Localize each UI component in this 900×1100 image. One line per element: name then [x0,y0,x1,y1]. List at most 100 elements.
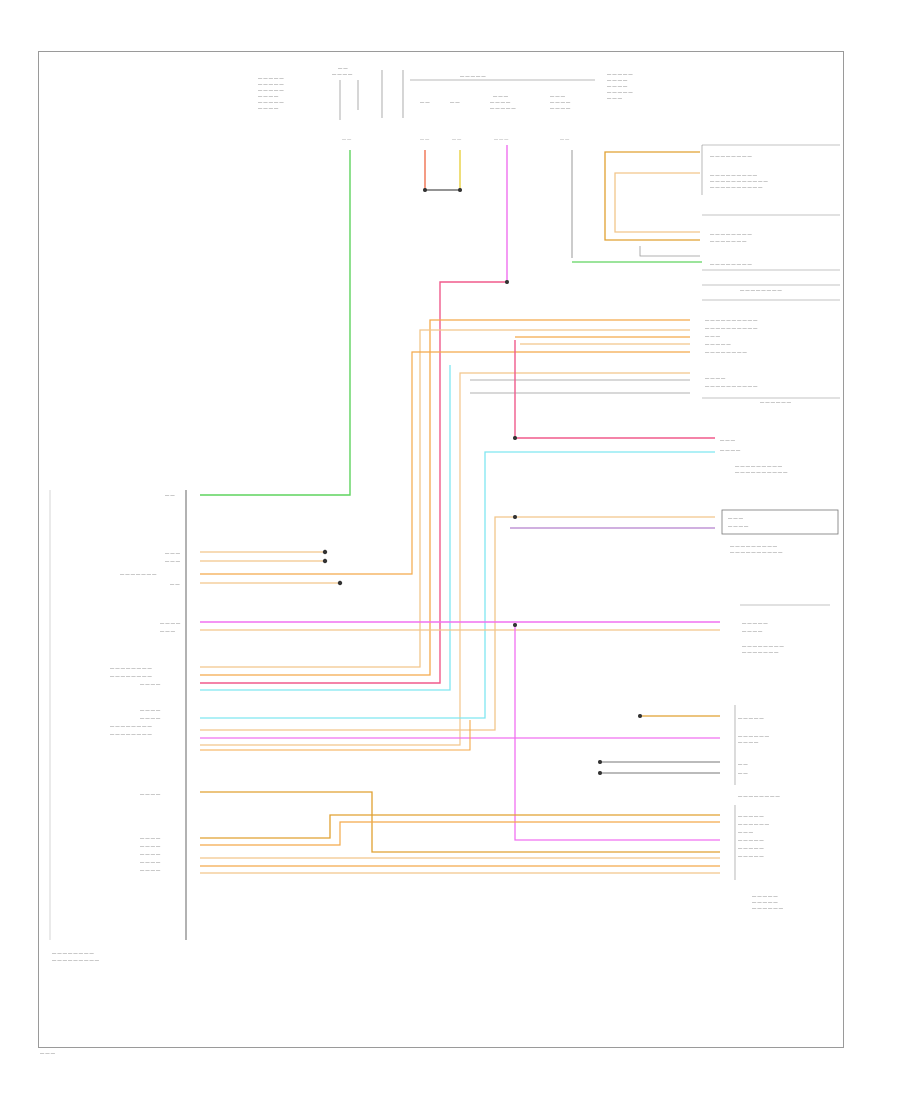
svg-text:— — — —: — — — — [607,84,628,89]
svg-text:— — — —: — — — — [140,844,161,849]
svg-text:— — — — — — — —: — — — — — — — — [52,951,94,956]
svg-text:— — — — —: — — — — — [490,106,516,111]
svg-text:— — — —: — — — — [490,100,511,105]
wire-tan-4 [200,372,690,746]
wire-orange [200,319,690,676]
svg-text:— —: — — [452,136,461,141]
wire-pink-2 [514,340,715,439]
svg-text:— — — — —: — — — — — [738,716,764,721]
svg-text:— — —: — — — [720,438,736,443]
svg-text:— — — — — — — —: — — — — — — — — [710,232,752,237]
wire-gold [604,151,700,241]
wire-cyan-2 [200,451,715,719]
svg-text:— — — —: — — — — [728,524,749,529]
svg-text:— — — — — — — — —: — — — — — — — — — [735,464,783,469]
splice-points [322,188,642,775]
svg-text:— —: — — [165,493,175,498]
diagram-frame [38,51,844,1048]
svg-text:— — — — —: — — — — — [742,621,768,626]
svg-text:— — — —: — — — — [140,860,161,865]
wire-magenta-3 [514,625,720,841]
svg-text:— — —: — — — [550,94,566,99]
svg-text:— — — — — — — — —: — — — — — — — — — [730,544,778,549]
svg-text:— —: — — [450,100,460,105]
svg-text:— — — — — — — —: — — — — — — — — [110,732,152,737]
svg-text:— — — —: — — — — [140,716,161,721]
wire-green [200,150,351,496]
svg-text:— — — — — — — —: — — — — — — — — [740,288,782,293]
svg-text:— — — — —: — — — — — [738,814,764,819]
svg-text:— — — — — — — — — —: — — — — — — — — — — [710,185,763,190]
svg-text:— — — —: — — — — [140,836,161,841]
svg-text:— — — —: — — — — [550,106,571,111]
svg-text:— — — — —: — — — — — [258,88,284,93]
svg-text:— — — — — — — —: — — — — — — — — [710,262,752,267]
svg-text:— — — — — — — — — —: — — — — — — — — — — [705,318,758,323]
svg-text:— —: — — [420,100,430,105]
svg-text:— — — —: — — — — [720,448,741,453]
svg-text:— — — — — — —: — — — — — — — [742,650,779,655]
svg-text:— — — —: — — — — [742,629,763,634]
left-module: — — — — — — — — — — — — — — — — — [49,490,187,963]
svg-text:— —: — — [342,136,351,141]
wire-gold-3 [200,814,720,839]
right-components [701,144,840,880]
svg-text:— — — — — — — —: — — — — — — — — [110,724,152,729]
svg-text:— — — — — — —: — — — — — — — [710,239,747,244]
svg-text:— — —: — — — [738,830,754,835]
svg-text:— — — —: — — — — [258,94,279,99]
svg-text:— — — — —: — — — — — [738,854,764,859]
left-pin-labels: — — — — — — — — — — — — — — — — — — — — … [110,493,181,873]
svg-text:— — — — —: — — — — — [705,342,731,347]
svg-text:— — — — —: — — — — — [607,72,633,77]
svg-text:— — — —: — — — — [140,682,161,687]
svg-text:— — — — —: — — — — — [752,894,778,899]
svg-text:— —: — — [738,762,748,767]
svg-text:— —: — — [738,771,748,776]
svg-text:— — — — — —: — — — — — — [752,906,784,911]
wire-orange-5 [200,821,720,846]
svg-text:— — —: — — — [165,551,181,556]
svg-text:— — — —: — — — — [140,792,161,797]
footer-code: — — — [40,1051,56,1056]
svg-text:— — — —: — — — — [550,100,571,105]
wire-cyan [200,365,451,691]
svg-text:— — — — —: — — — — — [258,82,284,87]
svg-text:— —: — — [560,136,569,141]
svg-text:— — — — — — — — — — —: — — — — — — — — — — — [710,179,769,184]
svg-text:— — —: — — — [493,94,509,99]
svg-text:— —: — — [338,66,348,71]
svg-text:— — — — —: — — — — — [258,100,284,105]
svg-text:— — — — — —: — — — — — — [760,400,792,405]
svg-text:— — —: — — — [165,559,181,564]
svg-text:— —: — — [420,136,429,141]
wire-tan-2 [200,329,690,668]
svg-text:— — —: — — — [494,136,508,141]
svg-text:— — — —: — — — — [140,708,161,713]
svg-text:— — — — — — — —: — — — — — — — — [705,350,747,355]
svg-text:— — — —: — — — — [332,72,353,77]
svg-text:— — — — —: — — — — — [752,900,778,905]
svg-text:— — — —: — — — — [738,740,759,745]
svg-text:— — — — — —: — — — — — — [738,822,770,827]
svg-text:— — — — — — — —: — — — — — — — — [110,666,152,671]
svg-text:— — — — —: — — — — — [607,90,633,95]
svg-text:— — — — —: — — — — — [258,76,284,81]
svg-text:— — — —: — — — — [140,852,161,857]
svg-text:— — — — — — — —: — — — — — — — — [710,154,752,159]
svg-text:— — — — —: — — — — — [738,846,764,851]
svg-text:— — — —: — — — — [258,106,279,111]
top-right-component: — — — — — — — — — — — — — — — — — — — — … [607,72,633,101]
wire-tan [614,172,700,233]
svg-text:— — —: — — — [728,516,744,521]
svg-text:— — — — — — — — —: — — — — — — — — — [52,958,100,963]
svg-text:— — — —: — — — — [705,376,726,381]
svg-text:— — — — —: — — — — — [460,74,486,79]
top-left-component: — — — — — — — — — — — — — — — — — — — — … [258,66,359,141]
svg-text:— — —: — — — [607,96,623,101]
svg-text:— — —: — — — [705,334,721,339]
svg-text:— — — —: — — — — [607,78,628,83]
svg-text:— — — — — — —: — — — — — — — [120,572,157,577]
svg-text:— — — —: — — — — [140,868,161,873]
wire-gray-2 [639,246,700,257]
